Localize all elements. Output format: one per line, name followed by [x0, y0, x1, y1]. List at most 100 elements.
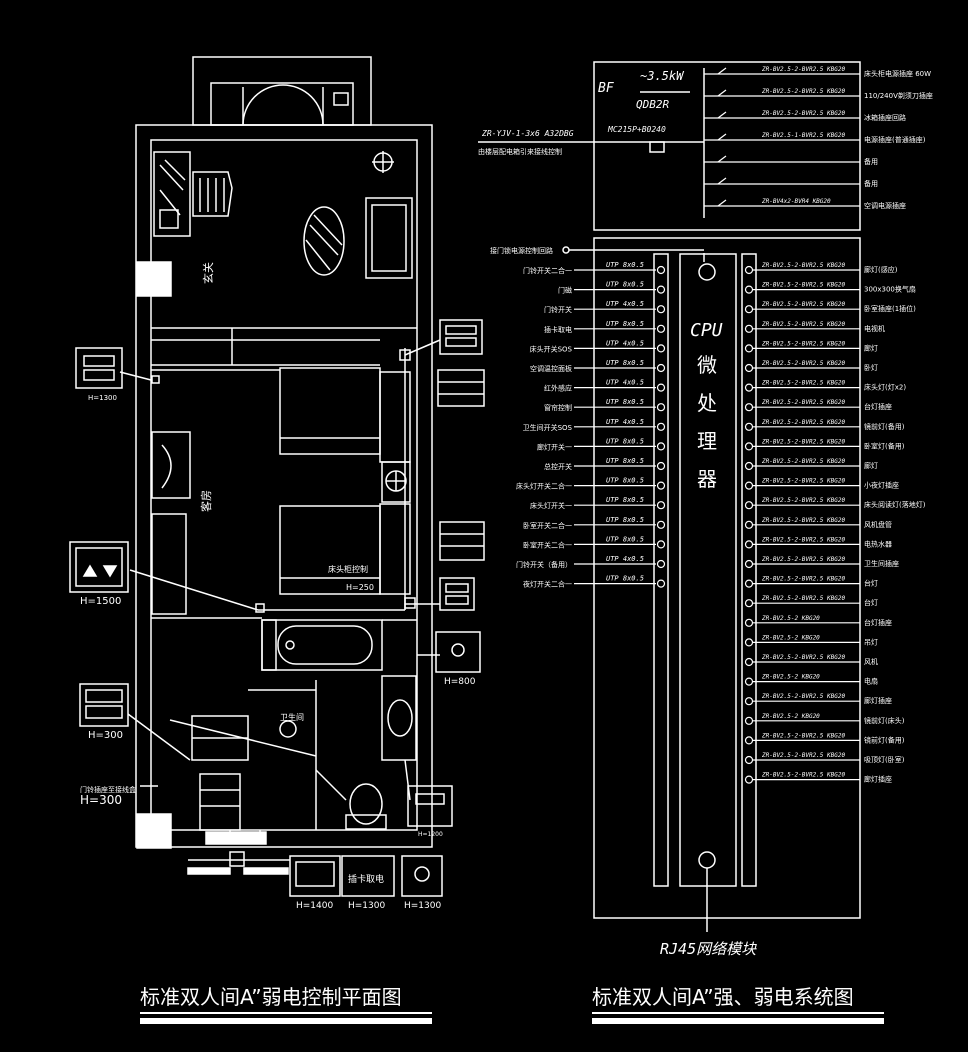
input-cable-code: UTP 8x0.5: [606, 398, 644, 406]
cpu-block: [679, 253, 737, 887]
height-h9: H=1200: [418, 831, 443, 838]
output-terminal: [744, 501, 754, 510]
output-desc: 300x300换气扇: [864, 285, 916, 294]
cpu-port-top: [698, 263, 716, 281]
input-terminal: [656, 481, 666, 490]
room-label-mid: 客房: [199, 490, 213, 512]
panel-right-3: [439, 521, 485, 561]
input-name: 门磁: [558, 286, 572, 295]
output-terminal: [744, 481, 754, 490]
height-h4: H=1400: [296, 901, 333, 911]
breaker-output-desc: 110/240V剃须刀插座: [864, 91, 933, 100]
input-cable-code: UTP 8x0.5: [606, 320, 644, 328]
output-terminal: [744, 344, 754, 353]
output-terminal: [744, 285, 754, 294]
output-terminal: [744, 697, 754, 706]
input-terminal: [656, 403, 666, 412]
input-name: 门铃开关（备用）: [516, 560, 572, 569]
input-name: 廊灯开关一: [537, 442, 572, 451]
breaker-switch-symbol: [717, 111, 727, 119]
input-terminal: [656, 305, 666, 314]
input-terminal: [656, 422, 666, 431]
breaker-switch-symbol: [717, 155, 727, 163]
panel-left-mid: [69, 541, 129, 593]
panel-left-low: [79, 683, 129, 727]
output-cable-code: ZR-BV2.5-2-BVR2.5 KBG20: [761, 752, 845, 759]
breaker-output-desc: 电源插座(普通插座): [864, 135, 926, 144]
output-cable-code: ZR-BV2.5-2-BVR2.5 KBG20: [761, 536, 845, 543]
output-desc: 廊灯插座: [864, 775, 892, 784]
bed-2: [279, 505, 381, 595]
vanity-basin: [381, 675, 417, 761]
breaker-output-cable: ZR-BV4x2-BVR4 KBG20: [761, 198, 831, 205]
room-inner-wall: [150, 139, 418, 831]
bed-1: [279, 367, 381, 455]
input-name: 床头开关SOS: [530, 344, 573, 353]
height-h5: H=1300: [348, 901, 385, 911]
input-name: 卧室开关二合一: [523, 540, 572, 549]
nightstand-2: [379, 503, 411, 595]
breaker-output-desc: 床头柜电源插座 60W: [864, 69, 931, 78]
cpu-char-2: 处: [697, 391, 717, 415]
output-terminal: [744, 736, 754, 745]
input-terminal: [656, 265, 666, 275]
plan-caption-underline: [140, 1012, 432, 1014]
toilet: [349, 783, 383, 825]
desk: [151, 513, 187, 615]
tv-cabinet: [151, 431, 191, 499]
cpu-char-4: 器: [697, 467, 717, 491]
output-desc: 床头灯(灯x2): [864, 383, 906, 392]
output-desc: 吊灯: [864, 637, 878, 646]
input-name: 夜灯开关二合一: [523, 580, 572, 589]
output-terminal: [744, 755, 754, 765]
output-terminal: [744, 559, 754, 569]
breaker-output-cable: ZR-BV2.5-2-BVR2.5 KBG20: [761, 66, 845, 73]
output-desc: 风机: [864, 657, 878, 666]
input-terminal: [656, 461, 666, 471]
input-bus-bar: [653, 253, 669, 887]
output-desc: 台灯: [864, 579, 878, 588]
floor-plan: [119, 56, 441, 875]
output-desc: 镜前灯(备用): [864, 735, 905, 744]
output-desc: 小夜灯插座: [864, 481, 899, 490]
input-name: 红外感应: [544, 384, 572, 393]
output-desc: 电热水器: [864, 539, 892, 548]
height-h8: H=300: [80, 793, 122, 807]
input-cable-code: UTP 8x0.5: [606, 575, 644, 583]
input-terminal: [656, 363, 666, 373]
output-cable-code: ZR-BV2.5-2-BVR2.5 KBG20: [761, 340, 845, 347]
bath-label: 卫生间: [280, 712, 304, 722]
wardrobe: [153, 151, 191, 237]
output-terminal: [744, 265, 754, 275]
output-terminal: [744, 461, 754, 471]
output-cable-code: ZR-BV2.5-2-BVR2.5 KBG20: [761, 438, 845, 445]
output-cable-code: ZR-BV2.5-2-BVR2.5 KBG20: [761, 595, 845, 602]
output-terminal: [744, 305, 754, 314]
main-switch: MC215P+B0240: [607, 125, 666, 134]
output-terminal: [744, 442, 754, 451]
output-cable-code: ZR-BV2.5-2-BVR2.5 KBG20: [761, 301, 845, 308]
input-name: 插卡取电: [544, 325, 572, 334]
output-desc: 风机盘管: [864, 520, 892, 529]
output-desc: 台灯: [864, 598, 878, 607]
output-terminal: [744, 324, 754, 333]
input-name: 床头灯开关二合一: [516, 482, 572, 491]
output-desc: 廊灯: [864, 343, 878, 352]
output-cable-code: ZR-BV2.5-2-BVR2.5 KBG20: [761, 262, 845, 269]
output-cable-code: ZR-BV2.5-2-BVR2.5 KBG20: [761, 556, 845, 563]
controller-outputs: ZR-BV2.5-2-BVR2.5 KBG20廊灯(感应)ZR-BV2.5-2-…: [744, 262, 926, 784]
output-terminal: [744, 422, 754, 431]
breaker-output-desc: 冰箱插座回路: [864, 113, 906, 122]
output-cable-code: ZR-BV2.5-2-BVR2.5 KBG20: [761, 458, 845, 465]
input-cable-code: UTP 8x0.5: [606, 437, 644, 445]
output-desc: 卧室插座(1插位): [864, 304, 916, 313]
luggage-rack: [192, 171, 233, 217]
input-cable-code: UTP 4x0.5: [606, 300, 644, 308]
output-terminal: [744, 677, 754, 686]
input-name: 窗帘控制: [544, 403, 572, 412]
room-outer-wall: [135, 124, 433, 848]
output-terminal: [744, 599, 754, 608]
output-cable-code: ZR-BV2.5-2 KBG20: [761, 634, 820, 641]
oval-mirror: [303, 206, 345, 276]
